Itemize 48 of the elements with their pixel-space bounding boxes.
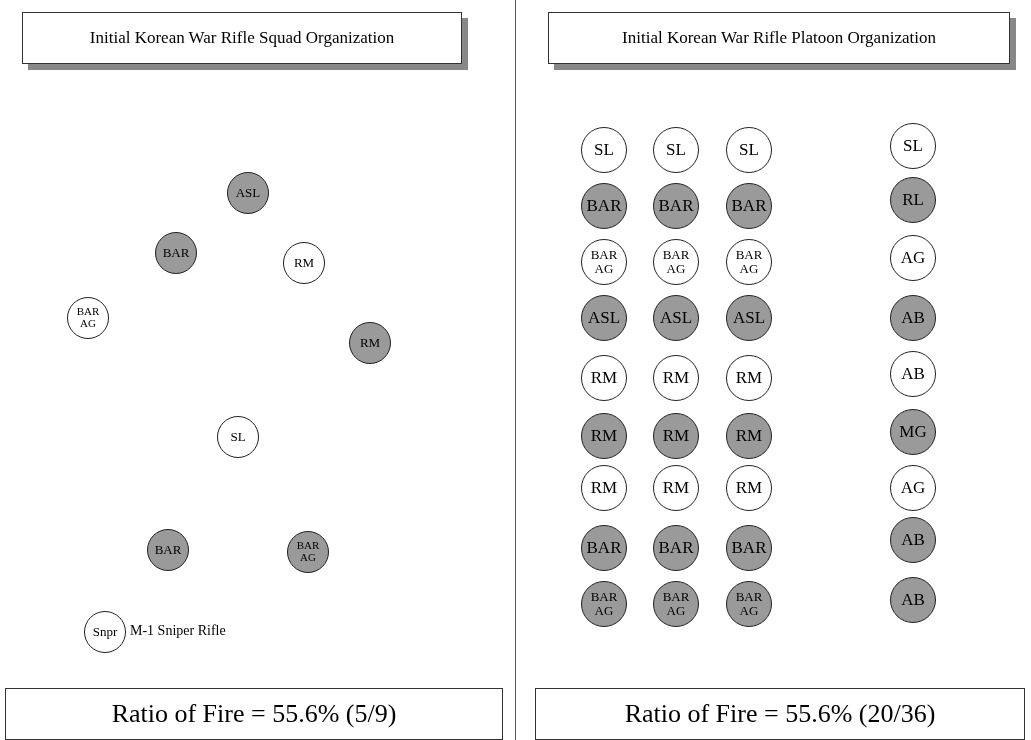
role-circle: AB [890,351,936,397]
role-circle: BAR [581,525,627,571]
role-circle: SL [890,123,936,169]
role-circle: SL [581,127,627,173]
role-circle: BAR [155,232,197,274]
role-circle: BAR [147,529,189,571]
role-circle: RM [726,355,772,401]
role-circle: RM [581,355,627,401]
role-circle: SL [653,127,699,173]
role-circle: RL [890,177,936,223]
role-circle: AB [890,517,936,563]
role-circle: AB [890,295,936,341]
role-circle: RM [581,465,627,511]
role-circle: ASL [726,295,772,341]
role-circle: BAR AG [67,297,109,339]
role-circle: RM [349,322,391,364]
role-circle: BAR AG [653,581,699,627]
role-circle: BAR [726,525,772,571]
role-circle: SL [726,127,772,173]
role-circle: RM [653,413,699,459]
role-circle: RM [581,413,627,459]
role-circle: BAR [581,183,627,229]
role-circle: AG [890,465,936,511]
role-circle: RM [653,355,699,401]
role-circle: BAR [653,525,699,571]
ratio-box: Ratio of Fire = 55.6% (20/36) [535,688,1025,740]
role-circle: BAR AG [726,581,772,627]
role-circle: RM [653,465,699,511]
role-circle: AG [890,235,936,281]
role-circle: BAR AG [726,239,772,285]
role-circle: AB [890,577,936,623]
role-circle: Snpr [84,611,126,653]
role-circle: RM [726,413,772,459]
node-label: M-1 Sniper Rifle [130,623,226,639]
role-circle: RM [283,242,325,284]
role-circle: BAR AG [581,239,627,285]
role-circle: ASL [581,295,627,341]
role-circle: BAR AG [287,531,329,573]
role-circle: BAR [726,183,772,229]
role-circle: BAR [653,183,699,229]
role-circle: BAR AG [581,581,627,627]
role-circle: BAR AG [653,239,699,285]
role-circle: ASL [653,295,699,341]
role-circle: SL [217,416,259,458]
ratio-box: Ratio of Fire = 55.6% (5/9) [5,688,503,740]
role-circle: MG [890,409,936,455]
role-circle: ASL [227,172,269,214]
role-circle: RM [726,465,772,511]
